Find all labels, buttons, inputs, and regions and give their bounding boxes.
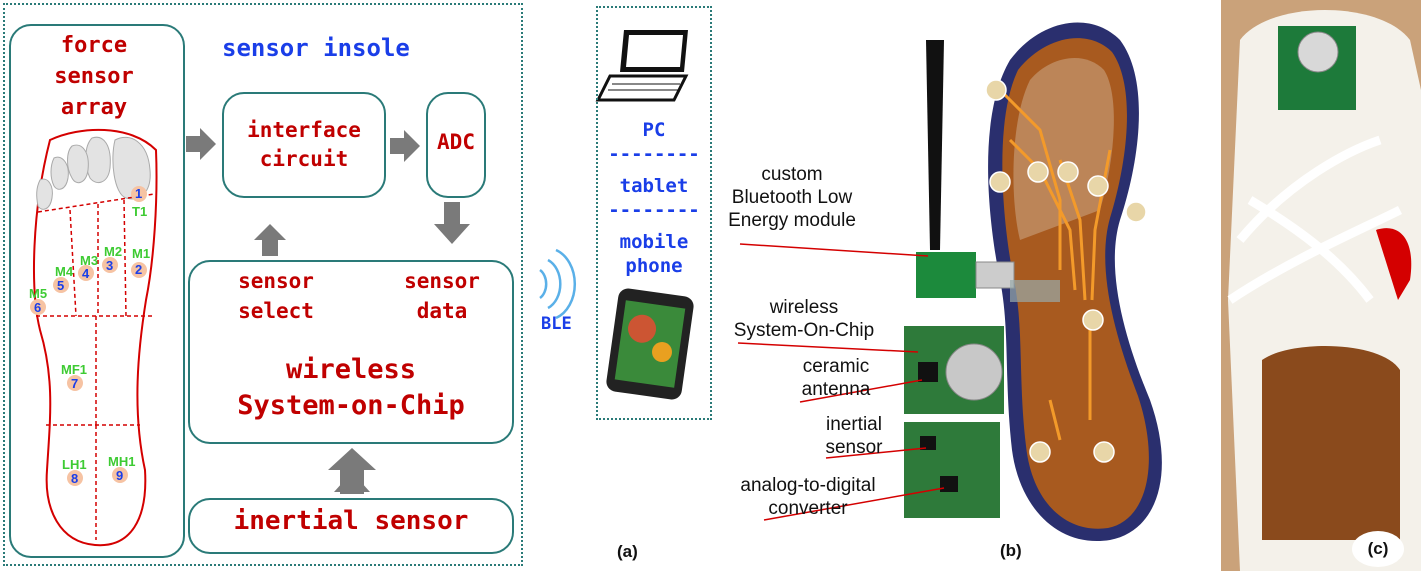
sensor-num-3: 3 [106, 258, 114, 273]
callout-lines [737, 243, 945, 521]
sensor-dots [30, 186, 147, 486]
sensor-num-1: 1 [135, 186, 143, 201]
sensor-name-mf1: MF1 [61, 362, 87, 377]
devices-list: PC -------- tablet -------- mobile phone [596, 118, 712, 278]
label-inertial-line-1: inertial [826, 414, 882, 435]
force-title-line-1: force [60, 33, 128, 58]
ble-module-photo [916, 252, 976, 298]
label-antenna-line-2: antenna [801, 379, 871, 400]
label-adc-line-1: analog-to-digital [740, 475, 876, 496]
force-title-line-3: array [60, 95, 128, 120]
sensor-num-2: 2 [135, 262, 143, 277]
caption-a: (a) [617, 542, 638, 561]
sensor-select-label: sensor select [226, 266, 326, 326]
sensor-name-m4: M4 [55, 264, 74, 279]
sensor-name-lh1: LH1 [62, 457, 87, 472]
label-antenna-line-1: ceramic [802, 356, 870, 377]
shoe-logo [1376, 228, 1412, 300]
sensor-num-8: 8 [71, 471, 79, 486]
sensor-num-7: 7 [71, 376, 79, 391]
sensor-select-line-1: sensor [238, 269, 314, 293]
label-adc-line-2: converter [768, 498, 848, 519]
label-ble-line-2: Bluetooth Low [731, 187, 853, 208]
sensor-data-line-1: sensor [404, 269, 480, 293]
soc-box [188, 260, 514, 444]
device-pc: PC [642, 119, 666, 141]
sensor-data-label: sensor data [392, 266, 492, 326]
label-ceramic-antenna: ceramic antenna [766, 355, 906, 401]
sensor-name-t1: T1 [132, 204, 148, 219]
soc-line-2: System-on-Chip [237, 390, 465, 421]
antenna-photo [926, 40, 944, 250]
soc-label: wireless System-on-Chip [188, 352, 514, 424]
label-ble-line-3: Energy module [728, 210, 856, 231]
device-mobile: mobile [619, 231, 689, 253]
adc-box [426, 92, 486, 198]
insole-system-frame [3, 3, 523, 566]
label-adc-converter: analog-to-digital converter [718, 474, 898, 520]
interface-circuit-box [222, 92, 386, 198]
interface-line-1: interface [247, 118, 361, 142]
label-soc: wireless System-On-Chip [724, 296, 884, 342]
toe-5 [36, 178, 53, 210]
adc-label: ADC [437, 130, 475, 154]
caption-b: (b) [1000, 541, 1022, 560]
device-tablet: tablet [619, 175, 689, 197]
label-ble-line-1: custom [761, 164, 823, 185]
device-separator-2: -------- [608, 199, 700, 221]
arrow-up-inertial [328, 448, 376, 494]
phone-icon [606, 288, 694, 400]
toe-2 [85, 136, 111, 184]
imu-chip [920, 436, 936, 450]
sensor-insole-title: sensor insole [222, 34, 410, 62]
force-title-line-2: sensor [54, 64, 134, 89]
caption-c-badge [1352, 531, 1404, 567]
devices-frame [596, 6, 712, 420]
sensor-num-5: 5 [57, 278, 65, 293]
coin-cell-holder [945, 343, 1003, 401]
sensor-data-line-2: data [416, 299, 468, 323]
ble-wave-icon [539, 248, 577, 320]
label-inertial-line-2: sensor [825, 437, 883, 458]
sensor-name-m2: M2 [104, 244, 123, 259]
sensor-region-grid [36, 193, 155, 540]
toe-4 [50, 156, 69, 190]
laptop-icon [595, 30, 689, 102]
shoe-opening-insole [1262, 346, 1400, 540]
sensor-name-m5: M5 [29, 286, 48, 301]
device-phone: phone [625, 255, 683, 277]
ble-label: BLE [541, 314, 572, 334]
usb-connector [975, 261, 1015, 289]
label-inertial-sensor: inertial sensor [784, 413, 924, 459]
soc-chip [918, 362, 938, 382]
adc-chip [940, 476, 958, 492]
soc-line-1: wireless [285, 354, 417, 385]
inertial-sensor-label: inertial sensor [233, 506, 469, 536]
label-soc-line-2: System-On-Chip [733, 320, 875, 341]
sensor-name-m1: M1 [132, 246, 151, 261]
sensor-name-m3: M3 [80, 253, 99, 268]
interface-line-2: circuit [259, 147, 349, 171]
force-sensor-array-title: force sensor array [24, 30, 164, 123]
ribbon-cable [1010, 280, 1060, 302]
label-ble-module: custom Bluetooth Low Energy module [712, 163, 872, 232]
shoe-coin-cell [1297, 31, 1339, 73]
label-soc-line-1: wireless [769, 297, 839, 318]
sensor-name-mh1: MH1 [108, 454, 136, 469]
toe-3 [67, 144, 89, 184]
caption-c: (c) [1367, 539, 1389, 558]
insole-sensor-pads [985, 79, 1147, 463]
inertial-sensor-box [188, 498, 514, 554]
shoe-laces [1227, 135, 1403, 304]
sensor-num-6: 6 [34, 300, 42, 315]
sensor-select-line-2: select [238, 299, 314, 323]
sensor-num-9: 9 [116, 468, 124, 483]
interface-circuit-label: interface circuit [222, 116, 386, 174]
sensor-num-4: 4 [82, 266, 90, 281]
device-separator-1: -------- [608, 143, 700, 165]
insole-toe-area [1013, 57, 1114, 240]
